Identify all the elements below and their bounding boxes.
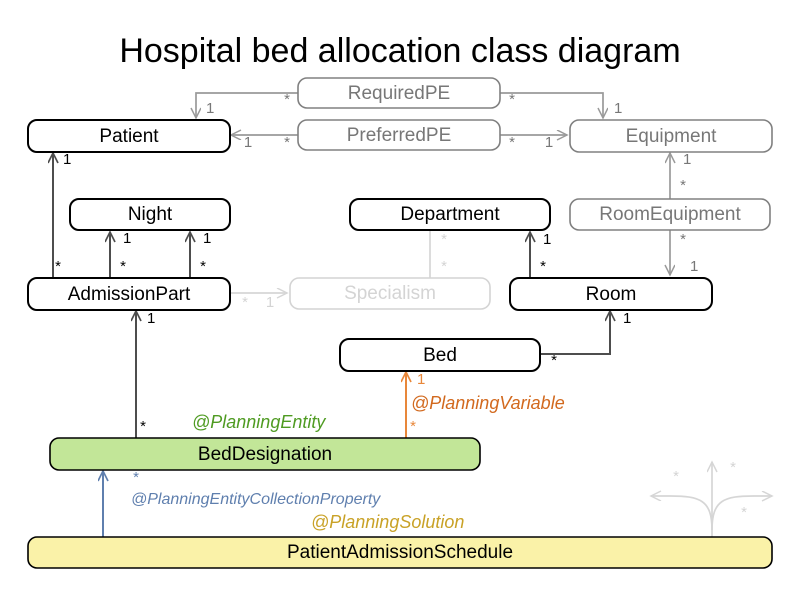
class-label-specialism: Specialism	[344, 283, 436, 304]
class-label-department: Department	[400, 204, 500, 225]
class-node-patient[interactable]: Patient	[27, 119, 231, 153]
mult-admissionpart-beddesignation-many: *	[140, 418, 146, 435]
link-requiredpe-patient	[196, 92, 298, 118]
class-label-preferredpe: PreferredPE	[347, 125, 452, 146]
class-box-beddesignation[interactable]	[49, 437, 481, 471]
mult-night-second-many: *	[200, 258, 206, 275]
class-node-equipment[interactable]: Equipment	[569, 119, 773, 153]
class-box-equipment[interactable]	[569, 119, 773, 153]
class-box-preferredpe[interactable]	[297, 119, 501, 151]
link-schedule-fan	[651, 462, 772, 537]
mult-preferredpe-equipment-one: 1	[545, 134, 553, 151]
mult-night-first-one: 1	[123, 230, 131, 247]
mult-department-room-one: 1	[543, 231, 551, 248]
mult-preferredpe-equipment-many: *	[509, 134, 515, 151]
class-box-patientadmissionschedule[interactable]	[27, 536, 773, 569]
class-node-beddesignation[interactable]: BedDesignation	[49, 437, 481, 471]
class-node-roomequipment[interactable]: RoomEquipment	[569, 198, 771, 231]
mult-admissionpart-beddesignation-one: 1	[147, 310, 155, 327]
class-label-roomequipment: RoomEquipment	[599, 204, 741, 225]
class-label-requiredpe: RequiredPE	[348, 83, 450, 104]
mult-admissionpart-specialism-one: 1	[266, 294, 274, 311]
mult-department-specialism-many-bottom: *	[441, 258, 447, 275]
class-box-night[interactable]	[69, 198, 231, 231]
mult-schedule-fan-middle: *	[730, 459, 736, 476]
class-label-beddesignation: BedDesignation	[198, 444, 332, 465]
class-box-room[interactable]	[509, 277, 713, 311]
mult-admissionpart-specialism-many: *	[242, 294, 248, 311]
class-box-department[interactable]	[349, 198, 551, 231]
annotation-planning-entity-collection-property: @PlanningEntityCollectionProperty	[131, 491, 381, 508]
class-node-night[interactable]: Night	[69, 198, 231, 231]
mult-night-first-many: *	[120, 258, 126, 275]
mult-schedule-fan-left: *	[673, 468, 679, 485]
mult-department-specialism-many-top: *	[441, 231, 447, 248]
class-label-admissionpart: AdmissionPart	[68, 284, 191, 305]
link-requiredpe-equipment	[500, 92, 603, 118]
mult-preferredpe-patient-many: *	[284, 134, 290, 151]
class-node-specialism[interactable]: Specialism	[289, 277, 491, 310]
class-box-specialism[interactable]	[289, 277, 491, 310]
class-node-room[interactable]: Room	[509, 277, 713, 311]
class-node-requiredpe[interactable]: RequiredPE	[297, 77, 501, 109]
mult-requiredpe-equipment-many: *	[509, 91, 515, 108]
mult-equipment-roomequipment-one: 1	[683, 151, 691, 168]
mult-requiredpe-patient-one: 1	[206, 100, 214, 117]
class-box-bed[interactable]	[339, 338, 541, 372]
class-label-equipment: Equipment	[626, 126, 718, 147]
mult-patient-admissionpart-many: *	[55, 258, 61, 275]
mult-beddesignation-schedule-many: *	[133, 469, 139, 486]
class-label-patientadmissionschedule: PatientAdmissionSchedule	[287, 542, 513, 563]
class-box-requiredpe[interactable]	[297, 77, 501, 109]
class-box-roomequipment[interactable]	[569, 198, 771, 231]
class-label-room: Room	[586, 284, 637, 305]
class-node-preferredpe[interactable]: PreferredPE	[297, 119, 501, 151]
page-title: Hospital bed allocation class diagram	[119, 32, 680, 70]
class-node-patientadmissionschedule[interactable]: PatientAdmissionSchedule	[27, 536, 773, 569]
mult-preferredpe-patient-one: 1	[244, 134, 252, 151]
mult-requiredpe-equipment-one: 1	[614, 100, 622, 117]
class-node-department[interactable]: Department	[349, 198, 551, 231]
mult-roomequipment-room-many: *	[680, 231, 686, 248]
mult-roomequipment-room-one: 1	[690, 258, 698, 275]
class-label-night: Night	[128, 204, 173, 225]
mult-patient-admissionpart-one: 1	[63, 151, 71, 168]
mult-bed-beddesignation-many: *	[410, 418, 416, 435]
annotation-planning-variable: @PlanningVariable	[411, 393, 565, 413]
mult-bed-beddesignation-one: 1	[417, 371, 425, 388]
mult-equipment-roomequipment-many: *	[680, 177, 686, 194]
class-label-patient: Patient	[99, 126, 159, 147]
class-box-admissionpart[interactable]	[27, 277, 231, 311]
class-box-patient[interactable]	[27, 119, 231, 153]
mult-department-room-many: *	[540, 258, 546, 275]
mult-requiredpe-patient-many: *	[284, 91, 290, 108]
class-node-admissionpart[interactable]: AdmissionPart	[27, 277, 231, 311]
annotation-planning-solution: @PlanningSolution	[311, 512, 464, 532]
mult-room-bed-many: *	[551, 352, 557, 369]
class-node-bed[interactable]: Bed	[339, 338, 541, 372]
mult-night-second-one: 1	[203, 230, 211, 247]
class-label-bed: Bed	[423, 345, 457, 366]
mult-room-bed-one: 1	[623, 310, 631, 327]
link-bed-room	[540, 311, 610, 355]
mult-schedule-fan-right: *	[741, 504, 747, 521]
annotation-planning-entity: @PlanningEntity	[192, 412, 326, 432]
